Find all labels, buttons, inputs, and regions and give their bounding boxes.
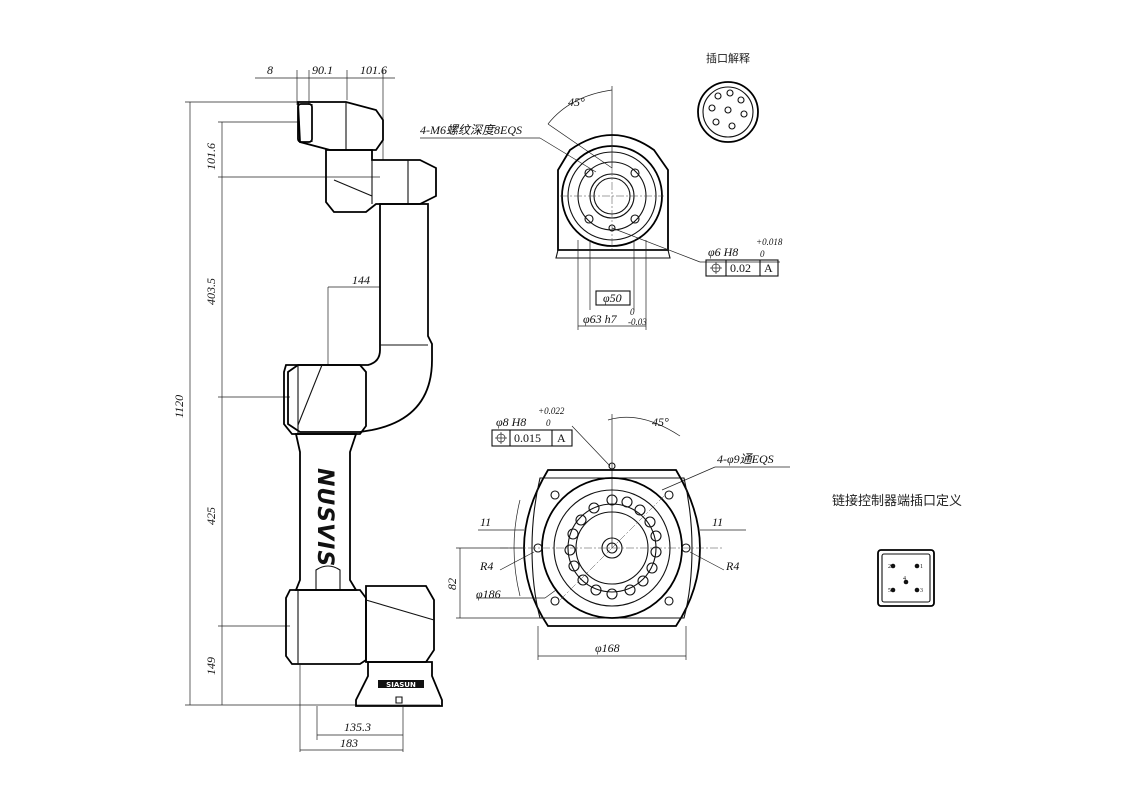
dim-top-101-6: 101.6: [360, 63, 387, 77]
flange-fcf-datum: A: [764, 261, 773, 275]
flange-outer-tol-upper: 0: [630, 307, 635, 317]
base-dia-168: φ168: [595, 641, 620, 655]
dim-top-90-1: 90.1: [312, 63, 333, 77]
base-brand-text: SIASUN: [386, 681, 416, 689]
controller-connector-label: 链接控制器端插口定义: [832, 493, 962, 509]
base-fcf-value: 0.015: [514, 431, 541, 445]
flange-view: 4-M6螺纹深度8EQS 45° φ6 H8 +0.018 0: [420, 86, 783, 330]
connector-top-view: 插口解释: [697, 51, 759, 143]
dim-base-183: 183: [340, 736, 358, 750]
arm-brand-text: NUSVIS: [312, 468, 337, 567]
flange-dia-outer: φ63 h7: [583, 312, 618, 326]
pin-label-5: 5: [888, 588, 891, 594]
flange-pin-tol-lower: 0: [760, 249, 765, 259]
base-fcf: 0.015 A: [491, 429, 573, 447]
controller-connector: 链接控制器端插口定义 2 1 4 5 3: [832, 493, 962, 607]
base-angle: 45°: [652, 415, 669, 429]
base-brand-plate: [378, 680, 424, 688]
base-holes-callout: 4-φ9通EQS: [717, 452, 774, 466]
base-height-82: 82: [445, 578, 459, 590]
pin-label-4: 4: [903, 576, 906, 582]
dim-left-425: 425: [204, 507, 218, 525]
base-pin-tol-lower: 0: [546, 418, 551, 428]
pin-label-2: 2: [888, 564, 891, 570]
flange-dia-inner: φ50: [603, 291, 622, 305]
dim-left-403-5: 403.5: [204, 278, 218, 305]
flange-pin-tol-upper: +0.018: [756, 237, 783, 247]
flange-fcf: 0.02 A: [705, 259, 779, 277]
base-dia-186: φ186: [476, 587, 501, 601]
flange-outer-tol-lower: -0.03: [628, 317, 647, 327]
flange-fcf-value: 0.02: [730, 261, 751, 275]
flange-pin-hole: φ6 H8: [708, 245, 738, 259]
base-slot-left: 11: [480, 515, 491, 529]
pin-label-1: 1: [920, 564, 923, 570]
base-radius-right: R4: [725, 559, 739, 573]
dim-base-135-3: 135.3: [344, 720, 371, 734]
arm-side-view: 8 90.1 101.6 101.6 403.5 425 149 1120 14…: [172, 63, 443, 752]
flange-thread-callout: 4-M6螺纹深度8EQS: [420, 123, 522, 137]
base-pin-hole: φ8 H8: [496, 415, 526, 429]
dim-left-101-6: 101.6: [204, 143, 218, 170]
pin-label-3: 3: [920, 588, 923, 594]
base-radius-left: R4: [479, 559, 493, 573]
flange-angle: 45°: [568, 95, 585, 109]
dim-left-149: 149: [204, 657, 218, 675]
connector-top-label: 插口解释: [706, 51, 750, 65]
dim-top-8: 8: [267, 63, 273, 77]
base-fcf-datum: A: [557, 431, 566, 445]
base-slot-right: 11: [712, 515, 723, 529]
dim-reach-144: 144: [352, 273, 370, 287]
base-pin-tol-upper: +0.022: [538, 406, 565, 416]
dim-total-1120: 1120: [172, 395, 186, 418]
base-view: φ8 H8 +0.022 0 0.015 A 45° 4-φ9通EQS: [445, 406, 790, 660]
